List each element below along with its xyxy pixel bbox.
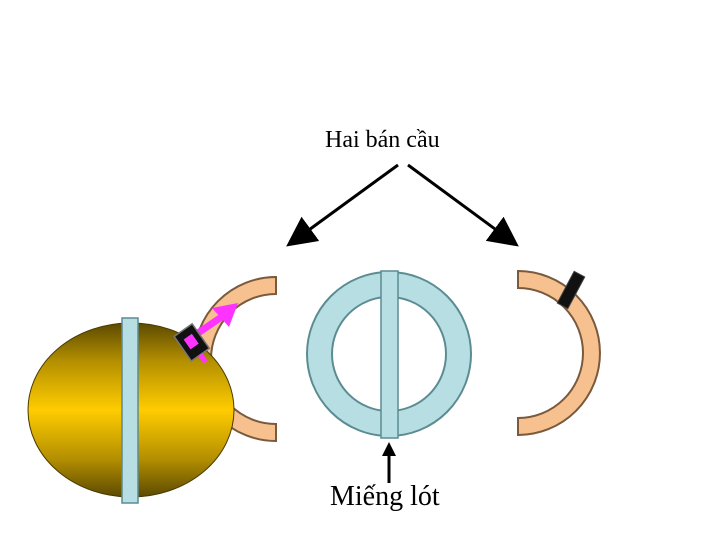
gold-sphere-band — [121, 317, 139, 504]
valve-icon — [173, 322, 211, 364]
pointer-arrow-right — [407, 163, 519, 247]
pointer-arrow-left — [286, 163, 399, 247]
right-hemisphere-shell — [517, 269, 601, 437]
center-gasket-band — [380, 270, 399, 439]
right-valve-icon — [556, 270, 586, 310]
center-gasket — [306, 270, 472, 439]
gasket-label: Miếng lót — [330, 481, 440, 512]
gasket-pointer-arrow — [382, 442, 396, 483]
hemispheres-label: Hai bán cầu — [325, 127, 440, 153]
hemisphere-pointer-arrows — [286, 163, 519, 247]
